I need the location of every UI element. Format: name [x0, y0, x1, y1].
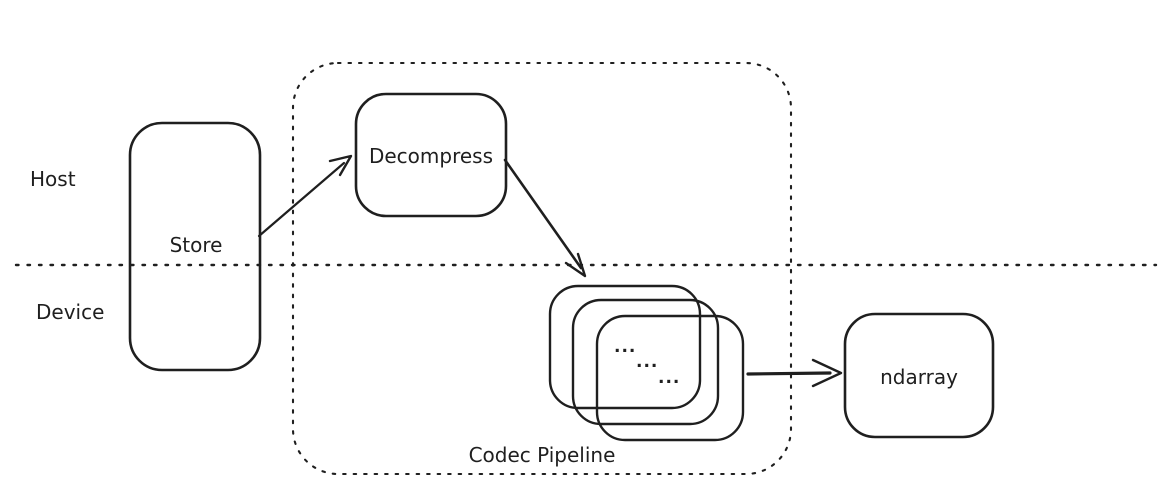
codec-stack-box-middle	[571, 298, 720, 426]
store-node-label: Store	[170, 233, 223, 257]
store-node	[128, 121, 262, 372]
codec-pipeline-container	[291, 61, 793, 476]
codec-stack-ellipsis-1: ...	[614, 337, 636, 357]
codec-pipeline-label: Codec Pipeline	[469, 443, 616, 467]
arrow-stack-to-ndarray	[746, 358, 843, 388]
device-lane-label: Device	[36, 300, 104, 324]
arrow-store-to-decompress	[257, 154, 353, 238]
ndarray-node-label: ndarray	[880, 365, 958, 389]
decompress-node	[354, 92, 508, 218]
codec-stack-ellipsis-3: ...	[658, 368, 680, 388]
decompress-node-label: Decompress	[369, 144, 493, 168]
arrow-decompress-to-stack	[503, 158, 587, 278]
codec-stack-box-back	[548, 284, 702, 410]
codec-stack-ellipsis-2: ...	[636, 352, 658, 372]
host-lane-label: Host	[30, 167, 76, 191]
ndarray-node	[843, 312, 995, 439]
codec-stack-box-front	[595, 314, 745, 442]
